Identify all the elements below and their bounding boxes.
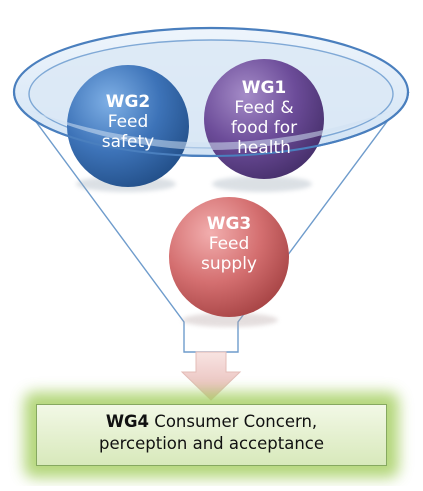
down-arrow	[180, 351, 242, 401]
wg2-line1: Feed	[107, 112, 149, 133]
wg2-code: WG2	[105, 92, 151, 112]
wg4-box: WG4 Consumer Concern, perception and acc…	[36, 404, 387, 466]
wg4-line1: WG4 Consumer Concern,	[37, 411, 386, 433]
wg4-line1-rest: Consumer Concern,	[154, 412, 318, 431]
wg1-line3: health	[237, 138, 291, 159]
wg2-circle	[67, 65, 189, 192]
wg1-line2: food for	[230, 118, 298, 139]
funnel-rim-front	[29, 110, 393, 150]
wg3-label: WG3 Feed supply	[179, 214, 279, 274]
wg4-code: WG4	[105, 412, 150, 431]
wg3-line2: supply	[201, 254, 257, 275]
wg3-code: WG3	[206, 214, 252, 234]
wg1-label: WG1 Feed & food for health	[209, 78, 319, 158]
wg3-circle	[169, 197, 289, 327]
wg2-label: WG2 Feed safety	[78, 92, 178, 152]
wg2-line2: safety	[101, 132, 155, 153]
wg3-line1: Feed	[208, 234, 250, 255]
wg4-line2: perception and acceptance	[98, 433, 325, 453]
wg1-line1: Feed &	[234, 98, 294, 119]
wg1-code: WG1	[241, 78, 287, 98]
